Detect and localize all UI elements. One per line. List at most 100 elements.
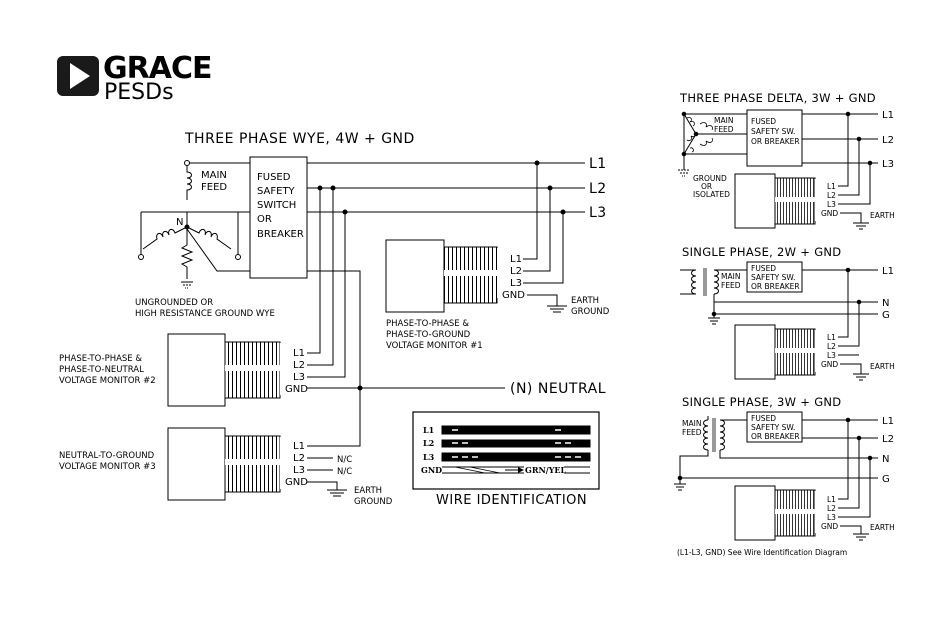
delta-line-l2: L2 <box>882 135 894 146</box>
delta-title: THREE PHASE DELTA, 3W + GND <box>679 91 876 105</box>
single3w-line-l2: L2 <box>882 434 894 445</box>
wire-l3-bar <box>441 452 591 462</box>
monitor-1-caption-1: PHASE-TO-PHASE & <box>386 319 469 329</box>
single3w-switch-box <box>746 411 803 443</box>
single2w-line-n: N <box>882 298 889 309</box>
wye-switch-4: OR <box>257 214 272 225</box>
monitor-1-caption-3: VOLTAGE MONITOR #1 <box>386 341 483 351</box>
m3-nc-1: N/C <box>337 455 352 465</box>
wye-coil-right-icon <box>186 226 232 250</box>
wye-line-l3: L3 <box>589 205 607 221</box>
single2w-switch-3: OR BREAKER <box>751 282 800 291</box>
m1-term-l2: L2 <box>510 266 522 277</box>
wye-switch-2: SAFETY <box>257 186 296 197</box>
m2-term-l2: L2 <box>293 360 305 371</box>
single2w-monitor-body <box>734 324 776 380</box>
delta-earth: EARTH <box>870 211 895 220</box>
single2w-secondary-coil-icon <box>713 269 719 295</box>
single3w-main-feed-2: FEED <box>682 428 702 437</box>
delta-term-l3: L3 <box>827 200 836 209</box>
wire-id-title: WIRE IDENTIFICATION <box>436 493 587 508</box>
play-icon <box>70 63 90 89</box>
m2-term-l3: L3 <box>293 372 305 383</box>
wire-id-l2: L2 <box>423 438 434 448</box>
delta-term-l1: L1 <box>827 182 836 191</box>
delta-term-gnd: GND <box>821 209 838 218</box>
monitor-2-caption-2: PHASE-TO-NEUTRAL <box>59 365 144 375</box>
single2w-primary-coil-icon <box>691 269 697 295</box>
delta-line-l3: L3 <box>882 159 894 170</box>
monitor-2-caption-1: PHASE-TO-PHASE & <box>59 354 142 364</box>
single3w-line-g: G <box>882 474 890 485</box>
m3-term-l3: L3 <box>293 465 305 476</box>
delta-ground-note-3: ISOLATED <box>693 190 730 199</box>
delta-ground-note-2: OR <box>701 182 712 191</box>
delta-main-feed-1: MAIN <box>714 116 733 125</box>
single3w-secondary-coil-icon <box>719 419 725 451</box>
wire-id-gnd-color: GRN/YEL <box>525 465 567 475</box>
monitor-3-caption-1: NEUTRAL-TO-GROUND <box>59 451 155 461</box>
delta-ground-note-1: GROUND <box>693 174 727 183</box>
single2w-main-feed-1: MAIN <box>721 272 740 281</box>
single2w-switch-2: SAFETY SW. <box>751 273 795 282</box>
delta-switch-3: OR BREAKER <box>751 137 800 146</box>
wye-main-feed-2: FEED <box>201 182 227 193</box>
single2w-title: SINGLE PHASE, 2W + GND <box>682 245 841 259</box>
m2-term-l1: L1 <box>293 348 305 359</box>
neutral-line-label: (N) NEUTRAL <box>510 381 606 397</box>
wire-id-box <box>412 411 600 490</box>
delta-main-feed-2: FEED <box>714 125 734 134</box>
delta-switch-2: SAFETY SW. <box>751 127 795 136</box>
m3-term-gnd: GND <box>285 477 308 488</box>
single2w-switch-box <box>746 261 803 293</box>
wye-diagram: THREE PHASE WYE, 4W + GND MAIN FEED N UN… <box>59 131 610 507</box>
main-feed-coil-icon <box>186 166 192 200</box>
single3w-earth: EARTH <box>870 523 895 532</box>
wye-neutral-point: N <box>176 217 183 228</box>
monitor-1-caption-2: PHASE-TO-GROUND <box>386 330 471 340</box>
logo-product: PESDs <box>104 80 174 105</box>
single3w-line-n: N <box>882 454 889 465</box>
delta-term-l2: L2 <box>827 191 836 200</box>
m1-earth-1: EARTH <box>571 296 599 306</box>
m2-term-gnd: GND <box>285 384 308 395</box>
m1-term-l1: L1 <box>510 254 522 265</box>
grace-logo: GRACE PESDs <box>57 51 212 105</box>
monitor-1-body <box>385 239 445 313</box>
single2w-line-l1: L1 <box>882 266 894 277</box>
m1-term-gnd: GND <box>502 290 525 301</box>
footnote: (L1-L3, GND) See Wire Identification Dia… <box>677 548 847 557</box>
wye-line-l1: L1 <box>589 156 607 172</box>
single2w-term-l2: L2 <box>827 342 836 351</box>
single3w-main-feed-1: MAIN <box>682 419 701 428</box>
single3w-monitor-body <box>734 485 776 541</box>
delta-switch-1: FUSED <box>751 117 776 126</box>
m1-term-l3: L3 <box>510 278 522 289</box>
single-2w-diagram: SINGLE PHASE, 2W + GND MAIN FEED FUSED S… <box>680 245 895 381</box>
wye-ground-caption-2: HIGH RESISTANCE GROUND WYE <box>135 309 275 319</box>
monitor-2-caption-3: VOLTAGE MONITOR #2 <box>59 376 156 386</box>
m3-term-l1: L1 <box>293 441 305 452</box>
wye-switch-box <box>249 156 308 279</box>
monitor-3-caption-2: VOLTAGE MONITOR #3 <box>59 462 156 472</box>
logo-brand: GRACE <box>103 51 211 86</box>
single2w-main-feed-2: FEED <box>721 281 741 290</box>
wye-switch-1: FUSED <box>257 172 291 183</box>
wye-switch-3: SWITCH <box>257 200 296 211</box>
single3w-term-gnd: GND <box>821 522 838 531</box>
single3w-term-l3: L3 <box>827 513 836 522</box>
single3w-term-l2: L2 <box>827 504 836 513</box>
wire-id-l1: L1 <box>423 425 434 435</box>
wire-id-l3: L3 <box>423 452 435 462</box>
m3-earth-2: GROUND <box>354 497 393 507</box>
single3w-switch-3: OR BREAKER <box>751 432 800 441</box>
single2w-term-l1: L1 <box>827 333 836 342</box>
single3w-title: SINGLE PHASE, 3W + GND <box>682 395 841 409</box>
m3-nc-2: N/C <box>337 467 352 477</box>
monitor-2-body <box>167 333 226 407</box>
m1-earth-2: GROUND <box>571 307 610 317</box>
single2w-term-gnd: GND <box>821 360 838 369</box>
wye-main-feed-1: MAIN <box>201 170 227 181</box>
